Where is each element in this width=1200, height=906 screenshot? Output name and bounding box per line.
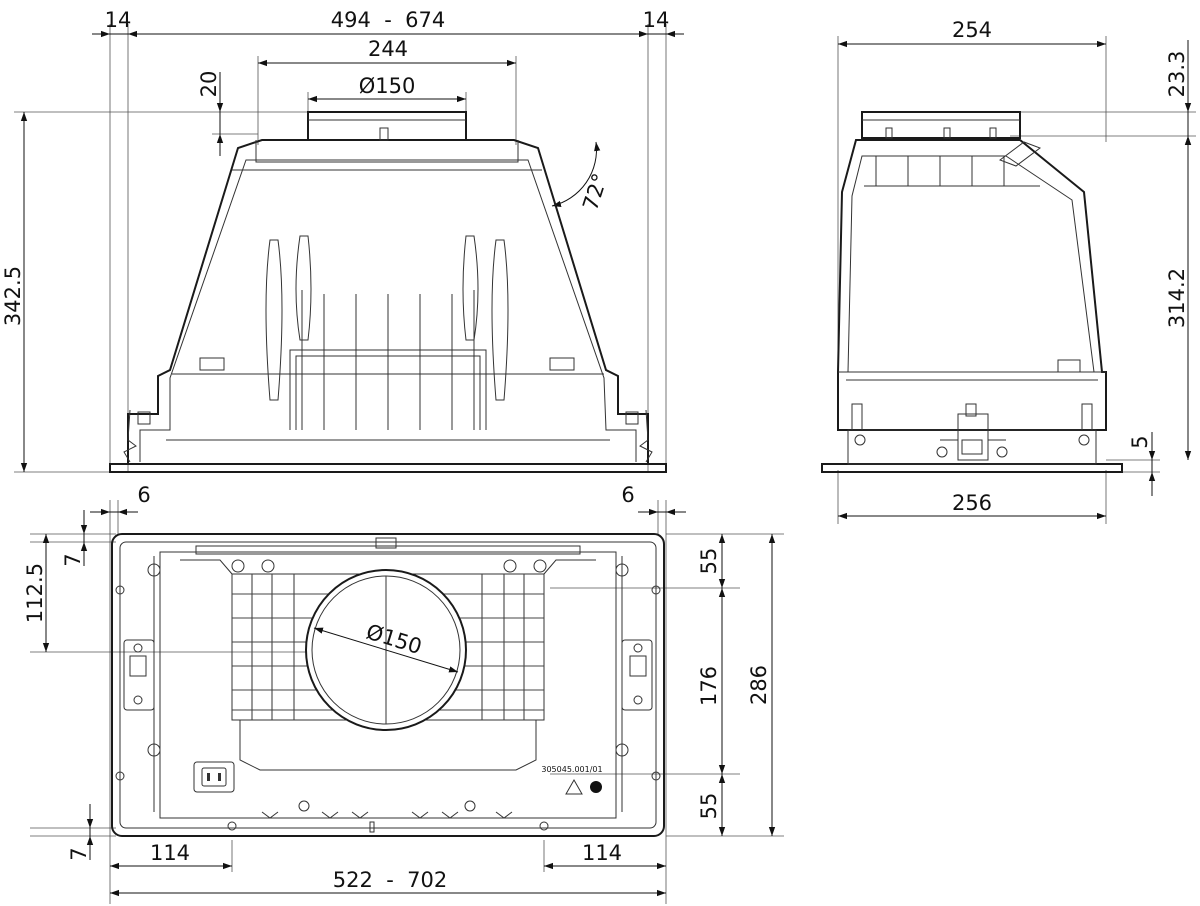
dim-center-offset: 112.5 [23,563,47,623]
dim-total-depth: 286 [747,665,771,705]
dim-side-right: 14 [643,8,670,32]
dim-height: 342.5 [1,266,25,326]
dim-top-offset: 23.3 [1165,51,1189,98]
dim-right-offset: 114 [582,841,622,865]
dim-right-margin: 6 [621,483,634,507]
dim-inner-width: 244 [368,37,408,61]
dim-middle-span: 176 [697,666,721,706]
dim-outlet-diameter: Ø150 [359,74,416,98]
label-code: 305045.001/01 [541,765,602,774]
dim-side-left: 14 [105,8,132,32]
dim-angle: 72° [578,170,612,213]
bottom-view: 6 6 7 112.5 7 55 176 55 286 114 114 [23,483,784,904]
dim-edge-bottom: 7 [67,847,91,860]
dim-flange: 5 [1128,435,1152,448]
dim-edge-left: 7 [61,553,85,566]
side-view: 254 23.3 314.2 5 256 [821,18,1196,524]
bottom-clips [261,811,513,833]
dim-body-height: 314.2 [1165,268,1189,328]
dim-width-range: 494 - 674 [331,8,445,32]
dim-bottom-gap: 55 [697,793,721,820]
dim-total-width-range: 522 - 702 [333,868,447,892]
warning-icon [565,778,583,795]
dim-top-gap: 55 [697,548,721,575]
dim-bottom-depth: 256 [952,491,992,515]
indicator-dot-icon [590,781,602,793]
bottom-screws [115,559,661,831]
front-ribs [301,290,475,430]
dim-left-margin: 6 [137,483,150,507]
dim-left-offset: 114 [150,841,190,865]
front-view: 14 494 - 674 14 244 Ø150 20 342.5 72° [1,8,684,473]
dim-outlet-height: 20 [197,71,221,98]
dim-top-depth: 254 [952,18,992,42]
